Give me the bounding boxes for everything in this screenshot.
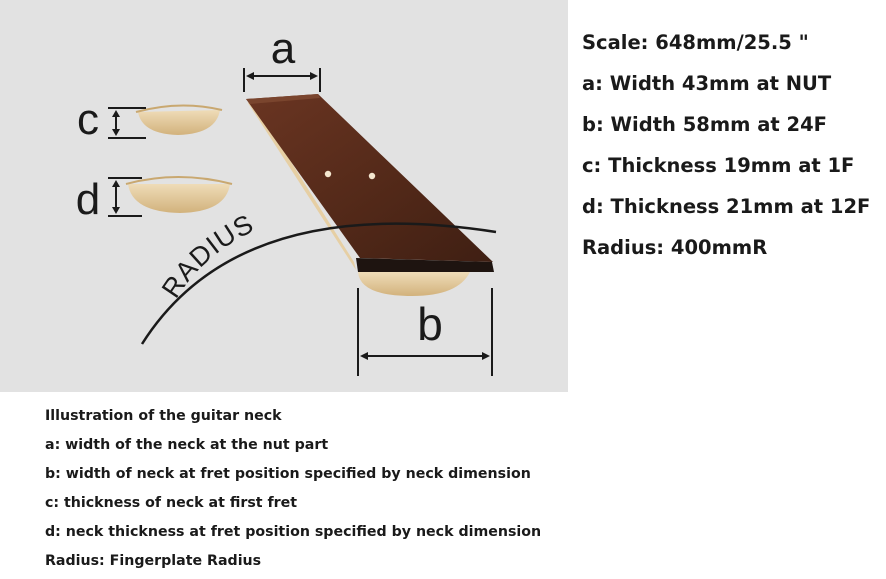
fret-dot (324, 170, 332, 178)
spec-scale: Scale: 648mm/25.5 " (582, 31, 809, 54)
dimension-c (108, 107, 146, 139)
fret-bar (356, 258, 494, 272)
profile-d-top (125, 176, 233, 185)
radius-arc (140, 222, 497, 345)
dimension-b (357, 288, 493, 376)
spec-d: d: Thickness 21mm at 12F (582, 195, 871, 218)
note-radius: Radius: Fingerplate Radius (45, 553, 262, 569)
spec-c: c: Thickness 19mm at 1F (582, 154, 855, 177)
label-radius: RADIUS (156, 208, 259, 303)
neck-nut-edge (246, 94, 320, 104)
neck-diagram-svg: a b c d (76, 24, 497, 376)
dimension-d (108, 177, 142, 217)
label-radius-text: RADIUS (156, 208, 258, 303)
dimension-a (243, 68, 321, 92)
note-b: b: width of neck at fret position specif… (45, 466, 531, 482)
neck-profile-24f (358, 272, 470, 296)
neck-diagram: a b c d (0, 0, 568, 392)
spec-a: a: Width 43mm at NUT (582, 72, 832, 95)
neck-fretboard (246, 94, 493, 262)
note-a: a: width of the neck at the nut part (45, 437, 329, 453)
label-d: d (76, 175, 100, 224)
spec-radius: Radius: 400mmR (582, 236, 768, 259)
note-d: d: neck thickness at fret position speci… (45, 524, 542, 540)
note-c: c: thickness of neck at first fret (45, 495, 298, 511)
spec-b: b: Width 58mm at 24F (582, 113, 827, 136)
profile-c-top (135, 104, 223, 113)
label-a: a (271, 24, 296, 73)
legend-notes: Illustration of the guitar neck a: width… (45, 402, 585, 576)
notes-title: Illustration of the guitar neck (45, 408, 282, 424)
label-c: c (77, 95, 99, 144)
spec-list: Scale: 648mm/25.5 " a: Width 43mm at NUT… (582, 22, 882, 268)
fret-dot (368, 172, 376, 180)
profile-c (138, 110, 220, 135)
profile-d (128, 184, 230, 213)
label-b: b (417, 298, 443, 350)
